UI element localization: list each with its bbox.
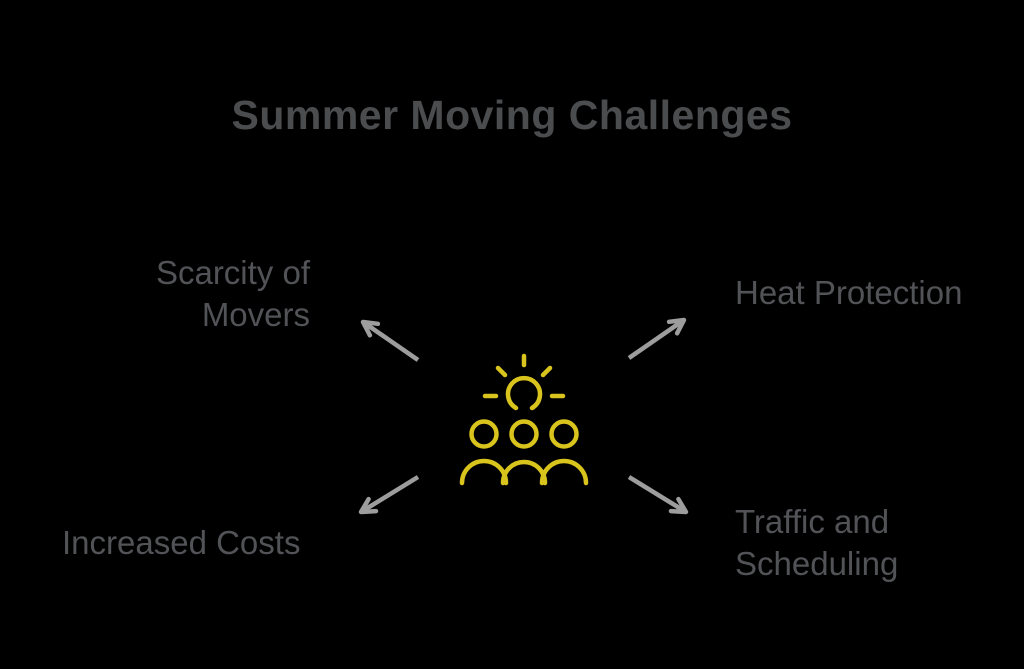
crowd-under-sun-icon <box>459 353 589 486</box>
person-head-right <box>549 419 579 449</box>
label-heat-protection: Heat Protection <box>735 274 963 311</box>
person-head-left <box>469 419 499 449</box>
arrow-bottom-left-icon <box>358 475 420 515</box>
person-head-middle <box>509 419 539 449</box>
sun-ray-upper-left <box>495 365 508 378</box>
diagram-title: Summer Moving Challenges <box>231 92 793 138</box>
arrow-top-right-icon <box>627 317 687 360</box>
label-traffic-and-scheduling: Traffic and Scheduling <box>735 503 899 582</box>
arrow-top-left-icon <box>360 319 420 362</box>
sun-icon <box>505 375 543 411</box>
label-increased-costs: Increased Costs <box>62 524 301 561</box>
person-shoulders-right <box>539 458 589 486</box>
label-scarcity-of-movers: Scarcity of Movers <box>155 254 310 333</box>
person-shoulders-left <box>459 458 509 486</box>
arrow-bottom-right-icon <box>627 475 689 515</box>
person-shoulders-middle <box>500 459 548 486</box>
sun-ray-upper-right <box>540 365 553 378</box>
